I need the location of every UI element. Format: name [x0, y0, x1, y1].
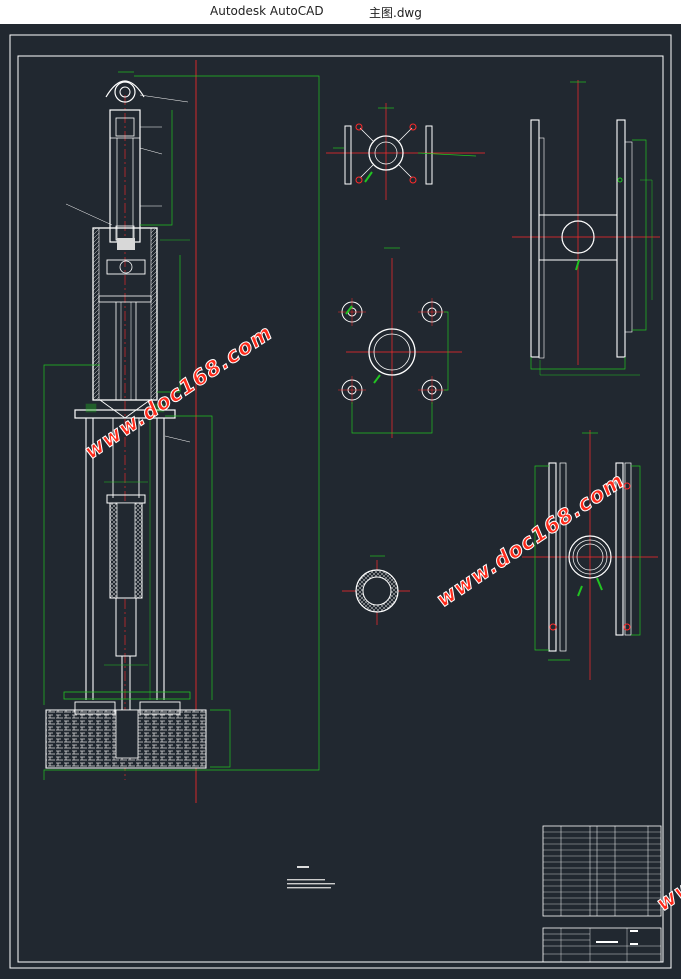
outer-border — [9, 34, 672, 969]
clamp-detail-view[interactable] — [522, 430, 658, 680]
drawing-canvas[interactable]: www.doc168.com www.doc168.com ww — [0, 24, 681, 979]
main-elevation-view[interactable] — [43, 60, 320, 803]
parts-list-table — [542, 825, 662, 963]
window-title-bar: Autodesk AutoCAD 主图.dwg — [0, 0, 681, 24]
top-flange-plan-view[interactable] — [326, 103, 485, 200]
ring-section-view[interactable] — [342, 555, 410, 625]
document-title: 主图.dwg — [369, 6, 422, 20]
side-frame-view[interactable] — [512, 80, 660, 376]
app-title: Autodesk AutoCAD — [210, 4, 324, 18]
inner-border — [17, 55, 664, 963]
base-plate-plan-view[interactable] — [338, 247, 462, 438]
